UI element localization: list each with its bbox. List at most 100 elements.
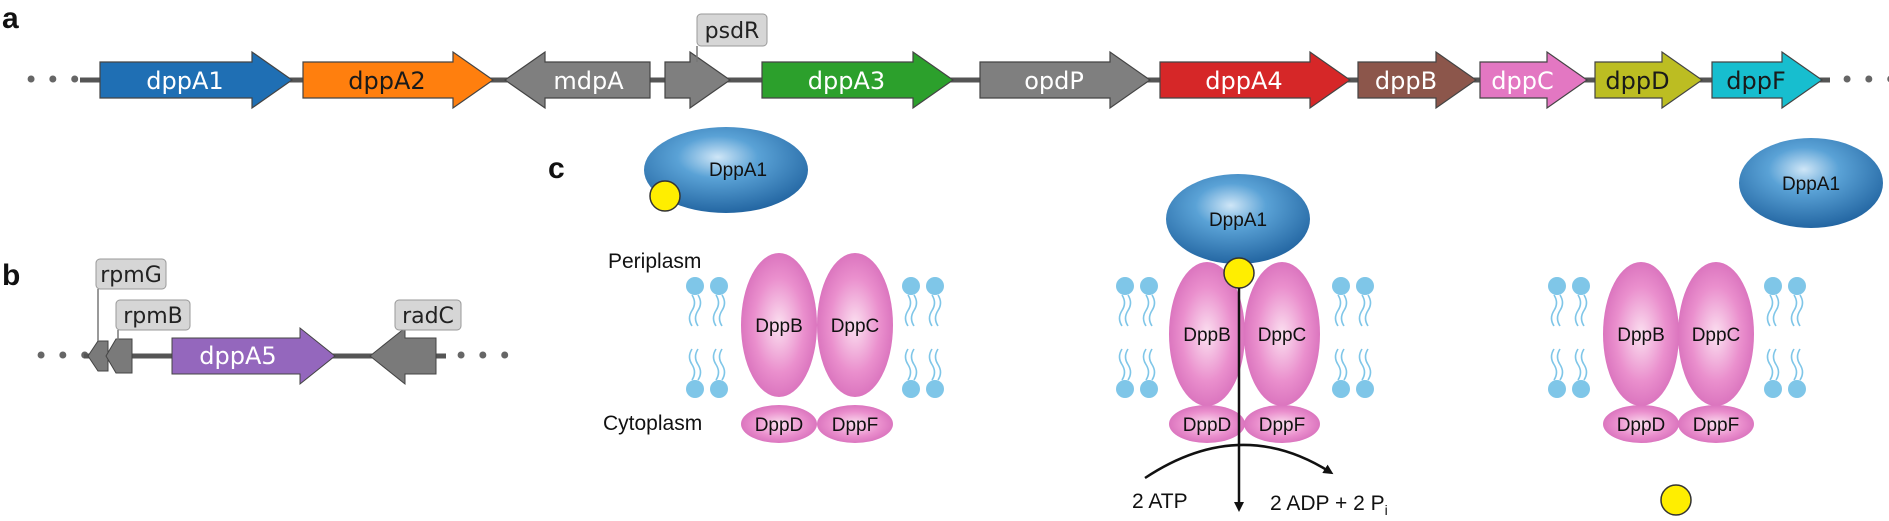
dppB-label-3: DppB	[1617, 325, 1665, 346]
lipid-head	[686, 380, 704, 398]
transporter-active: DppB DppC DppD DppF DppA1 2 ATP 2 ADP + …	[1132, 174, 1388, 518]
dppF-label-1: DppF	[832, 415, 878, 436]
ellipsis-left: • • •	[24, 66, 82, 94]
gene-dppA4	[1159, 50, 1352, 110]
gene-psdR-gene	[664, 50, 732, 110]
lipid-tail	[1580, 348, 1588, 381]
lipid-tail	[1364, 348, 1372, 381]
lipid-tail	[934, 294, 942, 327]
lipid-head	[1764, 277, 1782, 295]
transporter-released: DppA1 DppB DppC DppD DppF	[1603, 138, 1883, 516]
gene-label-dppD: dppD	[1605, 67, 1669, 95]
lipid-tail	[1358, 294, 1366, 327]
lipid-tail	[688, 348, 696, 381]
lipid-tail	[1796, 294, 1804, 327]
substrate-3	[1660, 484, 1692, 516]
lipid-head	[686, 277, 704, 295]
gene-opdP	[979, 50, 1152, 110]
dppA1-label-2: DppA1	[1209, 210, 1267, 231]
lipid-head	[1572, 277, 1590, 295]
dppC-3	[1678, 262, 1754, 406]
dppA1-label-3: DppA1	[1782, 174, 1840, 195]
cytoplasm-label: Cytoplasm	[603, 412, 702, 435]
lipid-head	[710, 277, 728, 295]
dppD-3	[1603, 405, 1679, 443]
gene-label-opdP: opdP	[1024, 67, 1084, 95]
gene-dppA1	[99, 50, 294, 110]
dppB-3	[1603, 262, 1679, 406]
gene-label-dppA2: dppA2	[348, 67, 425, 95]
radC-tag-box	[394, 299, 462, 331]
rpmB-tag-box	[115, 299, 191, 331]
membrane-1	[686, 277, 944, 398]
lipid-tail	[1772, 348, 1780, 381]
dppC-label-1: DppC	[831, 316, 880, 337]
lipid-head	[1332, 380, 1350, 398]
dppC-label-2: DppC	[1258, 325, 1307, 346]
membrane-3	[1548, 277, 1806, 398]
lipid-head	[1548, 277, 1566, 295]
dppA1-free-left	[644, 127, 808, 213]
ellipsis-b-left: • • •	[34, 342, 92, 370]
lipid-tail	[1340, 348, 1348, 381]
dppD-label-2: DppD	[1183, 415, 1232, 436]
lipid-tail	[928, 348, 936, 381]
lipid-tail	[1340, 294, 1348, 327]
lipid-tail	[712, 348, 720, 381]
lipid-tail	[1556, 348, 1564, 381]
transport-model: Periplasm Cytoplasm DppA1 DppB DppC DppD…	[603, 127, 1883, 518]
lipid-head	[1116, 380, 1134, 398]
panel-label-a: a	[2, 2, 19, 35]
lipid-tail	[1142, 294, 1150, 327]
substrate-1	[649, 180, 681, 212]
lipid-tail	[1574, 294, 1582, 327]
dppD-2	[1169, 405, 1245, 443]
lipid-tail	[1118, 294, 1126, 327]
dppF-3	[1678, 405, 1754, 443]
dppA1-free-right	[1739, 138, 1883, 228]
lipid-head	[1356, 380, 1374, 398]
substrate-2	[1223, 257, 1255, 289]
dppA1-bound	[1166, 174, 1310, 264]
lipid-tail	[718, 348, 726, 381]
lipid-tail	[1790, 348, 1798, 381]
lipid-tail	[1790, 294, 1798, 327]
lipid-tail	[1124, 348, 1132, 381]
gene-dppA2	[302, 50, 495, 110]
dppF-label-3: DppF	[1693, 415, 1739, 436]
dppF-2	[1244, 405, 1320, 443]
lipid-tail	[1550, 294, 1558, 327]
lipid-tail	[1574, 348, 1582, 381]
lipid-tail	[1124, 294, 1132, 327]
dppC-1	[817, 253, 893, 397]
operon-b: • • • • • • dppA5 rpmG rpmB radC	[34, 258, 512, 386]
lipid-tail	[904, 348, 912, 381]
lipid-tail	[910, 294, 918, 327]
dppB-2	[1169, 262, 1245, 406]
lipid-tail	[1772, 294, 1780, 327]
lipid-head	[1788, 380, 1806, 398]
lipid-tail	[1142, 348, 1150, 381]
gene-dppC	[1479, 50, 1589, 110]
gene-label-dppF: dppF	[1726, 67, 1786, 95]
gene-label-dppA1: dppA1	[146, 67, 223, 95]
lipid-head	[1788, 277, 1806, 295]
gene-dppA3	[761, 50, 955, 110]
atp-hydrolysis-arrow	[1144, 443, 1334, 480]
radC-gene	[369, 326, 437, 386]
lipid-head	[1116, 277, 1134, 295]
rpmB-gene	[105, 338, 133, 374]
gene-dppF	[1711, 50, 1824, 110]
lipid-tail	[1796, 348, 1804, 381]
gene-dppD	[1594, 50, 1704, 110]
lipid-tail	[1358, 348, 1366, 381]
gene-mdpA	[503, 50, 651, 110]
rpmB-tag: rpmB	[123, 304, 183, 329]
lipid-tail	[1118, 348, 1126, 381]
lipid-head	[1332, 277, 1350, 295]
lipid-tail	[1148, 294, 1156, 327]
lipid-head	[1140, 380, 1158, 398]
gene-label-dppB: dppB	[1375, 67, 1437, 95]
